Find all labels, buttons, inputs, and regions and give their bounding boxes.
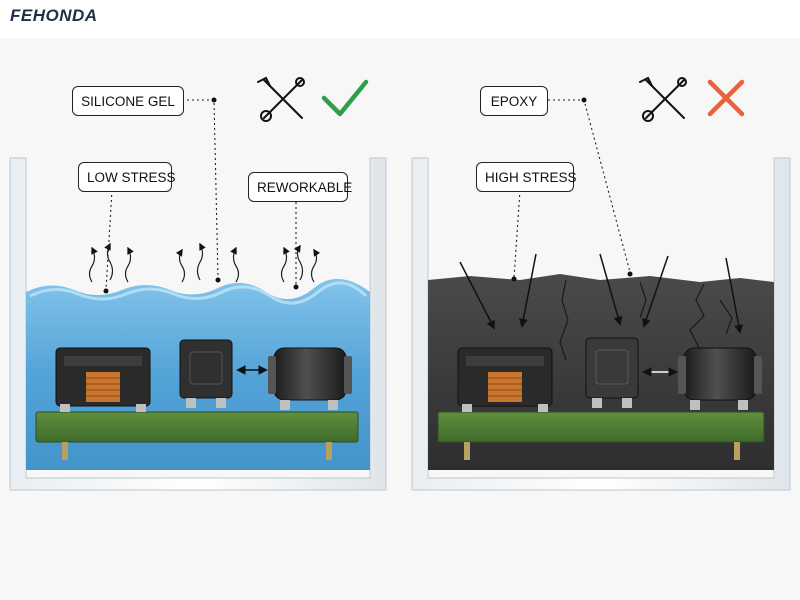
epoxy-crack-lines — [559, 279, 733, 361]
right-panel — [411, 76, 791, 491]
right-pcb-pin — [734, 442, 740, 460]
rework-tools-icon — [639, 76, 687, 122]
stress-arrows — [459, 253, 744, 334]
left-pcb-pin — [62, 442, 68, 460]
high-stress-label: HIGH STRESS — [476, 162, 577, 192]
left-panel — [9, 76, 387, 491]
check-icon — [321, 79, 369, 117]
right-pcb-pin — [464, 442, 470, 460]
epoxy-label: EPOXY — [480, 86, 548, 116]
right-leader-dots — [511, 97, 633, 282]
right-choke-component — [678, 347, 762, 410]
low-stress-label: LOW STRESS — [78, 162, 176, 192]
right-transformer-component — [457, 347, 553, 412]
header-bar: FEHONDA — [0, 0, 800, 38]
gel-surface-highlight — [29, 281, 368, 305]
left-pcb-board — [35, 411, 359, 443]
cross-icon — [707, 79, 745, 117]
left-pcb-pin — [326, 442, 332, 460]
right-ic-component — [585, 337, 639, 408]
left-glass-container — [9, 157, 387, 491]
left-choke-component — [268, 347, 352, 410]
rework-tools-icon — [257, 76, 305, 122]
brand-logo: FEHONDA — [10, 6, 98, 25]
left-ic-component — [179, 339, 233, 408]
silicone-gel-label: SILICONE GEL — [72, 86, 184, 116]
right-pcb-board — [437, 411, 765, 443]
left-leader-dots — [103, 97, 299, 294]
left-transformer-component — [55, 347, 151, 412]
right-glass-container — [411, 157, 791, 491]
stress-relief-wisps — [88, 242, 321, 283]
reworkable-label: REWORKABLE — [248, 172, 352, 202]
